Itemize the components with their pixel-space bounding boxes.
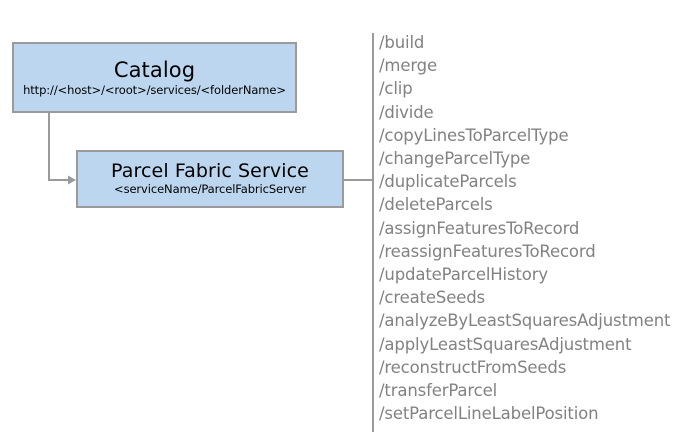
catalog-node-url: http://<host>/<root>/services/<folderNam…	[23, 82, 286, 97]
catalog-to-service-connector	[48, 113, 68, 181]
catalog-node: Catalog http://<host>/<root>/services/<f…	[12, 42, 297, 113]
catalog-node-title: Catalog	[113, 57, 196, 82]
operation-item: /reconstructFromSeeds	[379, 357, 567, 377]
parcel-fabric-service-node: Parcel Fabric Service <serviceName/Parce…	[76, 150, 344, 208]
operation-item: /assignFeaturesToRecord	[379, 218, 580, 238]
connector-arrowhead-icon	[68, 175, 76, 185]
operation-item: /divide	[379, 102, 434, 122]
operation-item: /updateParcelHistory	[379, 265, 548, 285]
operation-item: /changeParcelType	[379, 149, 531, 169]
operation-item: /createSeeds	[379, 288, 485, 308]
operation-item: /merge	[379, 56, 438, 76]
operation-item: /setParcelLineLabelPosition	[379, 404, 599, 424]
operation-item: /clip	[379, 79, 413, 99]
operations-list: /build /merge /clip /divide /copyLinesTo…	[379, 31, 679, 425]
parcel-fabric-service-node-title: Parcel Fabric Service	[111, 160, 309, 183]
operation-item: /copyLinesToParcelType	[379, 125, 569, 145]
operation-item: /build	[379, 33, 425, 52]
operation-item: /applyLeastSquaresAdjustment	[379, 334, 632, 354]
operation-item: /deleteParcels	[379, 195, 493, 215]
operation-item: /transferParcel	[379, 381, 498, 401]
operation-item: /analyzeByLeastSquaresAdjustment	[379, 311, 671, 331]
parcel-fabric-service-node-path: <serviceName/ParcelFabricServer	[114, 182, 306, 197]
operation-item: /duplicateParcels	[379, 172, 517, 192]
operation-item: /reassignFeaturesToRecord	[379, 241, 596, 261]
